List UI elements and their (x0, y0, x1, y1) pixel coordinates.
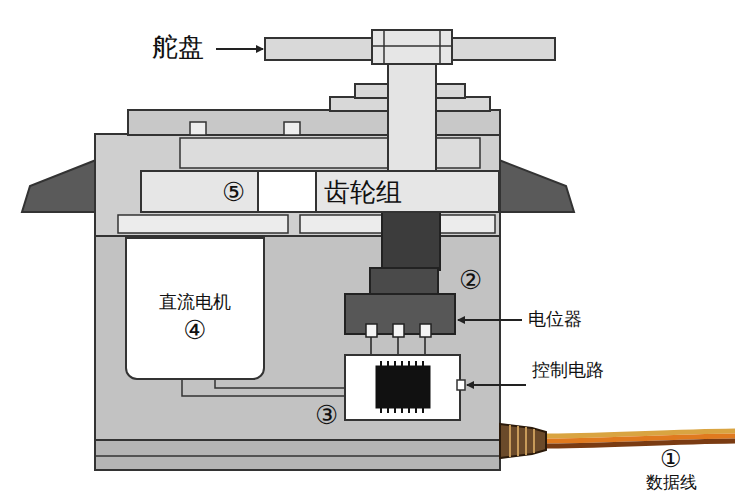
callout-number: ⑤ (222, 177, 245, 206)
horn-hub (372, 30, 452, 64)
pot-pin (366, 324, 377, 337)
base-line (95, 455, 500, 457)
part-label: 控制电路 (532, 360, 604, 380)
gear-plate (118, 215, 288, 233)
top-cover (128, 110, 500, 135)
motor-box: 直流电机 ④ (125, 237, 265, 380)
pot-pin (420, 324, 431, 337)
pot-lead (370, 337, 372, 356)
cable-wire (540, 441, 735, 446)
motor-wire (182, 380, 345, 396)
part-name: 齿轮组 (324, 177, 402, 206)
pot-pin (393, 324, 404, 337)
cover-nub (284, 122, 300, 135)
part-label: 数据线 (646, 473, 697, 492)
potentiometer-top (370, 268, 438, 296)
cover-nub (190, 122, 206, 135)
pot-lead (424, 337, 426, 356)
part-label: 舵盘 (152, 33, 204, 62)
gear-train-band: ⑤ 齿轮组 (140, 170, 500, 213)
cable-boot (500, 424, 546, 458)
chip-pins (381, 361, 423, 413)
control-board (345, 355, 460, 420)
output-shaft (388, 60, 436, 172)
part-label: 电位器 (528, 309, 582, 329)
hub-rib (439, 30, 441, 64)
board-tab (457, 380, 465, 390)
hub-rib (383, 30, 385, 64)
callout-number: ① (660, 446, 682, 472)
housing-base (95, 440, 500, 470)
callout-number: ③ (315, 401, 338, 430)
right-flange (499, 160, 574, 212)
left-flange (22, 160, 96, 212)
hub-rib (372, 45, 452, 47)
control-chip (376, 366, 430, 408)
servo-housing (95, 134, 500, 470)
callout-number: ④ (183, 316, 206, 345)
motor-wire (215, 380, 345, 388)
leader-arrow (467, 384, 526, 386)
gear-window (257, 172, 317, 211)
pot-lead (397, 337, 399, 356)
part-name: 直流电机 (159, 292, 231, 312)
callout-number: ② (459, 266, 482, 295)
leader-arrow (458, 319, 522, 321)
leader-arrow (216, 48, 263, 50)
boot-ribs (510, 425, 534, 457)
pot-shaft (382, 212, 440, 270)
